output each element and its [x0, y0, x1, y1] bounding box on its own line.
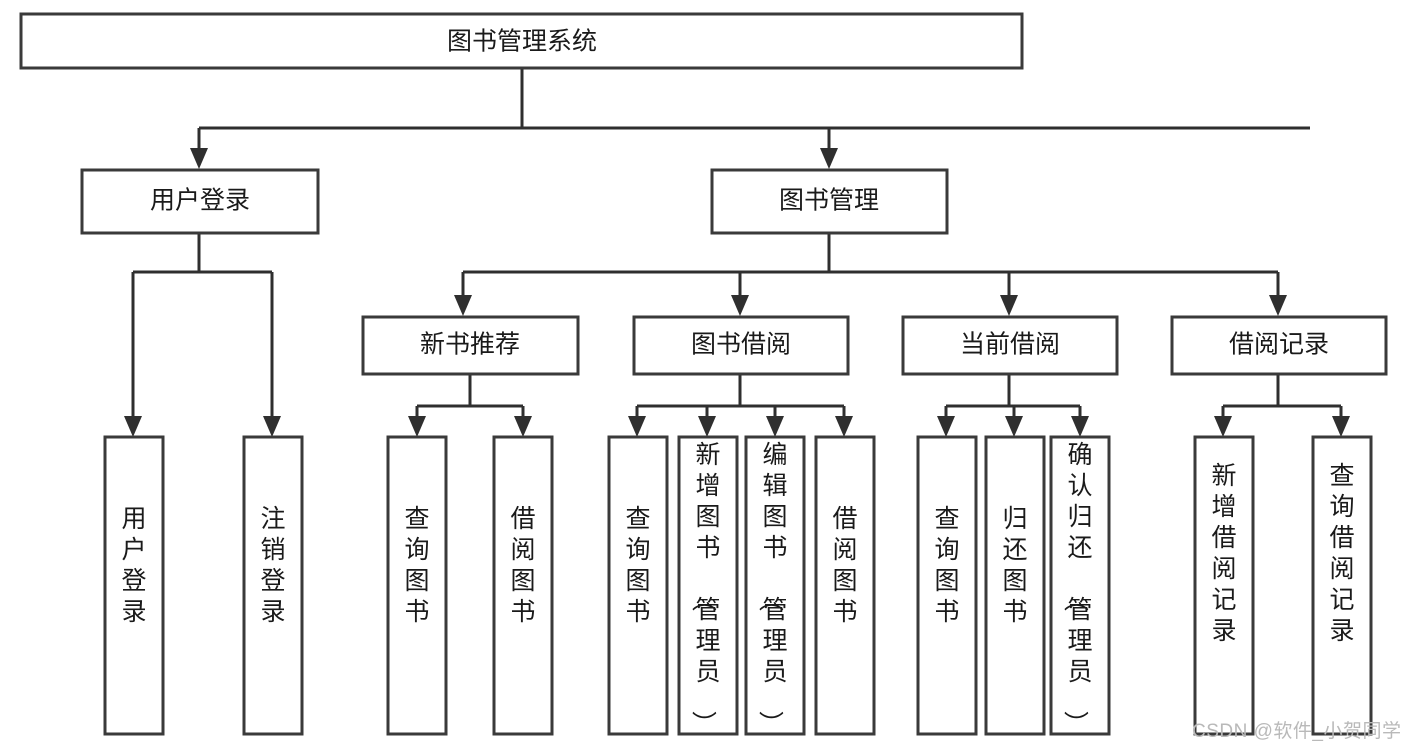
node-leaf-confirm-return-label: 确认归还（管理员） [1061, 441, 1092, 736]
arrowhead-leaf-add-book [698, 416, 716, 437]
node-leaf-query-book-2[interactable]: 查询图书 [607, 435, 669, 736]
connector-group-book-borrow [628, 375, 853, 437]
arrowhead-borrow-record [1269, 295, 1287, 316]
node-new-book-recommend-box[interactable] [361, 315, 580, 376]
node-root-box[interactable] [19, 12, 1024, 70]
node-user-login[interactable]: 用户登录 [80, 168, 320, 235]
arrowhead-leaf-query-book-3 [937, 416, 955, 437]
node-borrow-record-label: 借阅记录 [1229, 331, 1329, 359]
node-book-borrow[interactable]: 图书借阅 [632, 315, 850, 376]
node-leaf-add-book-label: 新增图书（管理员） [689, 441, 720, 736]
node-leaf-logout-login[interactable]: 注销登录 [242, 435, 304, 736]
node-root-label: 图书管理系统 [447, 28, 597, 56]
node-leaf-confirm-return[interactable]: 确认归还（管理员） [1049, 435, 1111, 736]
node-leaf-query-record-box[interactable] [1311, 435, 1373, 736]
node-leaf-query-book-2-label: 查询图书 [625, 505, 650, 626]
node-leaf-query-book-3-box[interactable] [916, 435, 978, 736]
node-leaf-borrow-book-1-box[interactable] [492, 435, 554, 736]
node-new-book-recommend-label: 新书推荐 [420, 331, 520, 359]
node-borrow-record[interactable]: 借阅记录 [1170, 315, 1388, 376]
node-leaf-return-book[interactable]: 归还图书 [984, 435, 1046, 736]
arrowhead-book-borrow [731, 295, 749, 316]
arrowhead-leaf-query-book-2 [628, 416, 646, 437]
node-root[interactable]: 图书管理系统 [19, 12, 1024, 70]
node-book-borrow-box[interactable] [632, 315, 850, 376]
arrowhead-leaf-add-record [1214, 416, 1232, 437]
node-current-borrow-box[interactable] [901, 315, 1119, 376]
node-leaf-add-record-box[interactable] [1193, 435, 1255, 736]
node-leaf-add-book-box[interactable] [677, 435, 739, 736]
node-leaf-query-book-1[interactable]: 查询图书 [386, 435, 448, 736]
connector-group-current-borrow [937, 375, 1089, 437]
connector-group-book-management [454, 233, 1287, 316]
arrowhead-book-management [820, 148, 838, 169]
node-leaf-borrow-book-2-box[interactable] [814, 435, 876, 736]
arrowhead-leaf-logout-login [263, 416, 281, 437]
node-book-management[interactable]: 图书管理 [710, 168, 949, 235]
node-leaf-query-record-label: 查询借阅记录 [1329, 462, 1354, 645]
node-user-login-label: 用户登录 [150, 187, 250, 215]
node-leaf-add-record-label: 新增借阅记录 [1211, 462, 1236, 645]
connector-group-borrow-record [1214, 375, 1350, 437]
node-leaf-edit-book-label: 编辑图书（管理员） [756, 441, 787, 736]
arrowhead-leaf-edit-book [766, 416, 784, 437]
node-leaf-confirm-return-box[interactable] [1049, 435, 1111, 736]
arrowhead-new-book-recommend [454, 295, 472, 316]
connector-group-root [190, 68, 1310, 169]
node-book-management-label: 图书管理 [779, 187, 879, 215]
node-book-management-box[interactable] [710, 168, 949, 235]
node-leaf-return-book-label: 归还图书 [1002, 505, 1027, 626]
node-leaf-logout-login-box[interactable] [242, 435, 304, 736]
node-leaf-query-book-3[interactable]: 查询图书 [916, 435, 978, 736]
node-current-borrow[interactable]: 当前借阅 [901, 315, 1119, 376]
node-leaf-add-book[interactable]: 新增图书（管理员） [677, 435, 739, 736]
arrowhead-leaf-query-record [1332, 416, 1350, 437]
arrowhead-current-borrow [1000, 295, 1018, 316]
connector-group-new-book-recommend [408, 375, 532, 437]
connector-group-user-login [124, 233, 281, 437]
node-leaf-borrow-book-1[interactable]: 借阅图书 [492, 435, 554, 736]
node-leaf-query-book-1-label: 查询图书 [404, 505, 429, 626]
arrowhead-leaf-borrow-book-2 [835, 416, 853, 437]
arrowhead-leaf-return-book [1005, 416, 1023, 437]
node-book-borrow-label: 图书借阅 [691, 331, 791, 359]
arrowhead-leaf-borrow-book-1 [514, 416, 532, 437]
node-current-borrow-label: 当前借阅 [960, 331, 1060, 359]
node-leaf-add-record[interactable]: 新增借阅记录 [1193, 435, 1255, 736]
arrowhead-leaf-confirm-return [1071, 416, 1089, 437]
node-leaf-borrow-book-2-label: 借阅图书 [832, 505, 857, 626]
node-new-book-recommend[interactable]: 新书推荐 [361, 315, 580, 376]
node-user-login-box[interactable] [80, 168, 320, 235]
node-leaf-query-book-1-box[interactable] [386, 435, 448, 736]
node-leaf-query-book-2-box[interactable] [607, 435, 669, 736]
node-leaf-return-book-box[interactable] [984, 435, 1046, 736]
node-leaf-query-book-3-label: 查询图书 [934, 505, 959, 626]
arrowhead-leaf-query-book-1 [408, 416, 426, 437]
node-leaf-user-login[interactable]: 用户登录 [103, 435, 165, 736]
arrowhead-user-login [190, 148, 208, 169]
node-leaf-borrow-book-2[interactable]: 借阅图书 [814, 435, 876, 736]
node-leaf-edit-book[interactable]: 编辑图书（管理员） [744, 435, 806, 736]
node-leaf-user-login-box[interactable] [103, 435, 165, 736]
node-leaf-logout-login-label: 注销登录 [260, 505, 285, 626]
node-leaf-user-login-label: 用户登录 [121, 505, 146, 626]
node-leaf-borrow-book-1-label: 借阅图书 [510, 505, 535, 626]
node-borrow-record-box[interactable] [1170, 315, 1388, 376]
node-leaf-edit-book-box[interactable] [744, 435, 806, 736]
arrowhead-leaf-user-login [124, 416, 142, 437]
node-leaf-query-record[interactable]: 查询借阅记录 [1311, 435, 1373, 736]
